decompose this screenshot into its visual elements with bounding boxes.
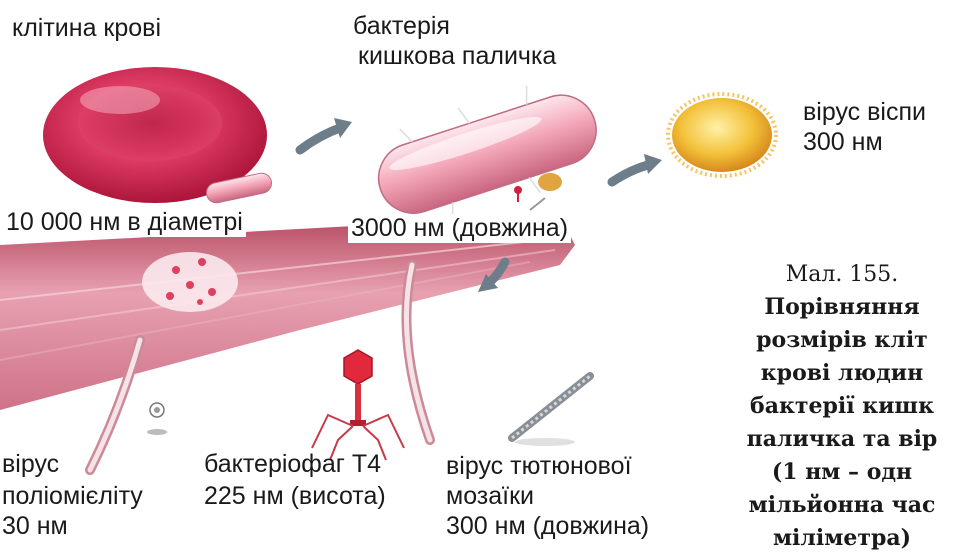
polio-virus-image xyxy=(147,403,167,435)
illustration: клітина крові бактерія кишкова паличка в… xyxy=(0,0,955,543)
caption-figure-number: Мал. 155. xyxy=(692,258,955,291)
label-blood-cell-size: 10 000 нм в діаметрі xyxy=(3,208,246,237)
blood-vessel xyxy=(0,215,575,410)
caption-line-4: крові людин xyxy=(692,357,955,390)
label-phage-line2: 225 нм (висота) xyxy=(204,482,386,511)
label-polio-line2: поліомієліту xyxy=(2,482,143,511)
bacteriophage-t4-image xyxy=(312,350,404,460)
label-bacterium-size: 3000 нм (довжина) xyxy=(348,214,571,243)
figure-caption: Мал. 155. Порівняння розмірів кліт крові… xyxy=(692,258,955,555)
caption-line-6: паличка та вір xyxy=(692,423,955,456)
label-bacterium-line2: кишкова паличка xyxy=(358,42,556,71)
caption-line-2: Порівняння xyxy=(692,291,955,324)
label-smallpox-line2: 300 нм xyxy=(803,128,883,157)
caption-line-8: мільйонна час xyxy=(692,489,955,522)
smallpox-virus-image xyxy=(668,94,776,176)
label-tmv-line3: 300 нм (довжина) xyxy=(446,512,649,541)
tobacco-mosaic-virus-image xyxy=(512,376,590,446)
arrow-to-bacterium xyxy=(300,118,352,150)
caption-line-5: бактерії кишк xyxy=(692,390,955,423)
label-bacterium-line1: бактерія xyxy=(353,12,450,41)
label-smallpox-line1: вірус віспи xyxy=(803,98,926,127)
caption-line-9: міліметра) xyxy=(692,522,955,555)
arrow-to-smallpox xyxy=(612,154,662,182)
label-tmv-line2: мозаїки xyxy=(446,482,534,511)
label-phage-line1: бактеріофаг Т4 xyxy=(204,450,381,479)
label-polio-line3: 30 нм xyxy=(2,512,68,541)
caption-line-3: розмірів кліт xyxy=(692,324,955,357)
caption-line-7: (1 нм – одн xyxy=(692,456,955,489)
label-tmv-line1: вірус тютюнової xyxy=(446,452,632,481)
label-blood-cell: клітина крові xyxy=(12,14,161,43)
label-polio-line1: вірус xyxy=(2,450,59,479)
